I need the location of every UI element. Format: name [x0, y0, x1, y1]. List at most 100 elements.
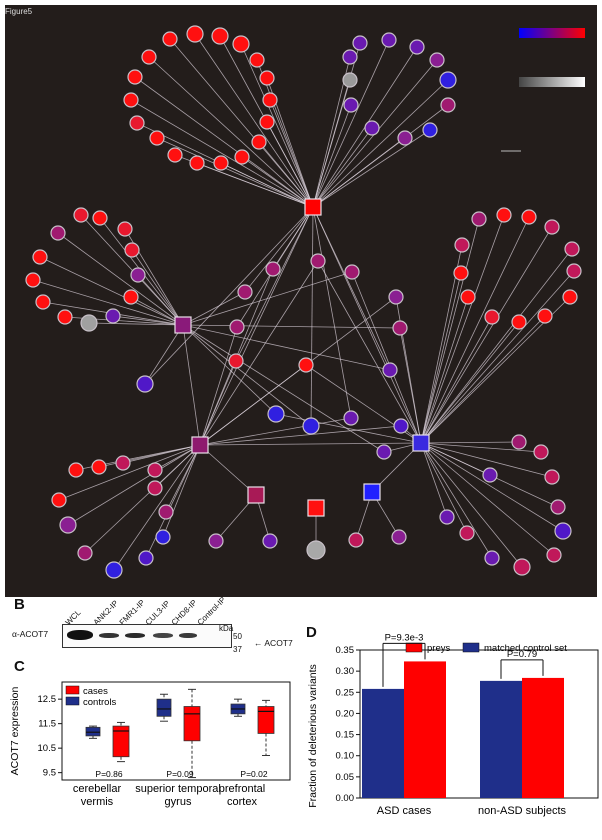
- y-tick-label: 12.5: [38, 694, 57, 705]
- protein-node: [32, 249, 48, 265]
- y-tick-label: 0.30: [336, 666, 355, 677]
- protein-node: [454, 237, 470, 253]
- protein-node: [310, 253, 326, 269]
- protein-node: [562, 289, 578, 305]
- protein-node: [51, 492, 67, 508]
- protein-node: [189, 155, 205, 171]
- protein-node: [302, 417, 320, 435]
- protein-node: [228, 353, 244, 369]
- region-label: cerebellar: [73, 783, 122, 795]
- band-label: ← ACOT7: [254, 638, 293, 648]
- network-edge: [199, 360, 237, 446]
- box-cases: [112, 725, 130, 758]
- protein-node: [352, 35, 368, 51]
- network-edge: [58, 444, 201, 501]
- network-edge: [235, 206, 314, 362]
- protein-node: [251, 134, 267, 150]
- network-edge: [312, 127, 373, 208]
- network-edge: [169, 38, 314, 208]
- protein-node: [397, 130, 413, 146]
- bait-node: [307, 499, 325, 517]
- legend-swatch-preys: [405, 642, 423, 653]
- network-edge: [182, 324, 401, 329]
- protein-node: [393, 418, 409, 434]
- protein-node: [213, 155, 229, 171]
- protein-node: [484, 309, 500, 325]
- network-edge: [199, 206, 314, 446]
- protein-node: [459, 525, 475, 541]
- network-edge: [420, 214, 505, 444]
- protein-node: [249, 52, 265, 68]
- protein-node: [105, 308, 121, 324]
- protein-node: [550, 499, 566, 515]
- blot-band: [153, 633, 173, 638]
- panel-d-label: D: [306, 624, 317, 641]
- protein-node: [511, 314, 527, 330]
- bar-control: [480, 680, 522, 798]
- x-category-label: ASD cases: [377, 805, 432, 817]
- protein-node: [298, 357, 314, 373]
- bait-node: [363, 483, 381, 501]
- protein-node: [388, 289, 404, 305]
- network-edge: [420, 442, 493, 559]
- x-category-label: non-ASD subjects: [478, 805, 567, 817]
- network-edge: [144, 324, 184, 385]
- network-edge: [199, 444, 257, 496]
- network-edge: [57, 232, 184, 326]
- network-edge: [420, 216, 530, 444]
- network-edge: [182, 324, 391, 371]
- network-edge: [32, 279, 184, 326]
- protein-node: [348, 532, 364, 548]
- box-cases: [183, 706, 201, 742]
- p-value: P=9.3e-3: [385, 632, 424, 643]
- protein-node: [237, 284, 253, 300]
- protein-node: [533, 444, 549, 460]
- network-edge: [310, 206, 314, 427]
- network-edge: [182, 291, 246, 326]
- network-edge: [420, 442, 555, 556]
- protein-node: [259, 70, 275, 86]
- network-edge: [420, 296, 469, 444]
- network-panel: [5, 5, 597, 597]
- network-edge: [420, 272, 462, 444]
- protein-node: [129, 115, 145, 131]
- network-edge: [312, 79, 351, 208]
- protein-node: [537, 308, 553, 324]
- network-edge: [199, 417, 352, 446]
- legend-controls: matched control set: [484, 643, 567, 654]
- network-edge: [312, 104, 352, 208]
- network-edge: [244, 206, 314, 293]
- network-edge: [134, 76, 314, 208]
- protein-node: [68, 462, 84, 478]
- legend-cases: cases: [83, 686, 108, 697]
- protein-node: [440, 97, 456, 113]
- protein-node: [429, 52, 445, 68]
- protein-node: [208, 533, 224, 549]
- y-tick-label: 0.25: [336, 687, 355, 698]
- y-axis-label: Fraction of deleterious variants: [307, 664, 319, 808]
- protein-node: [453, 265, 469, 281]
- network-edge: [269, 99, 314, 208]
- network-edge: [420, 442, 448, 518]
- region-label: vermis: [81, 796, 114, 808]
- panel-b-label: B: [14, 596, 25, 613]
- network-edge: [420, 226, 553, 444]
- protein-node: [115, 455, 131, 471]
- color-scale-bar: [519, 28, 585, 38]
- protein-node: [234, 149, 250, 165]
- network-edge: [312, 79, 449, 208]
- network-edge: [275, 413, 422, 444]
- box-controls: [156, 698, 172, 717]
- protein-node: [344, 264, 360, 280]
- p-value: P=0.09: [166, 769, 193, 779]
- protein-node: [127, 69, 143, 85]
- network-edge: [420, 442, 468, 534]
- network-edge: [162, 444, 201, 538]
- protein-node: [229, 319, 245, 335]
- protein-node: [382, 362, 398, 378]
- protein-node: [496, 207, 512, 223]
- protein-node: [564, 241, 580, 257]
- bar-control: [362, 688, 404, 798]
- blot-band: [125, 633, 145, 638]
- network-edge: [258, 141, 314, 208]
